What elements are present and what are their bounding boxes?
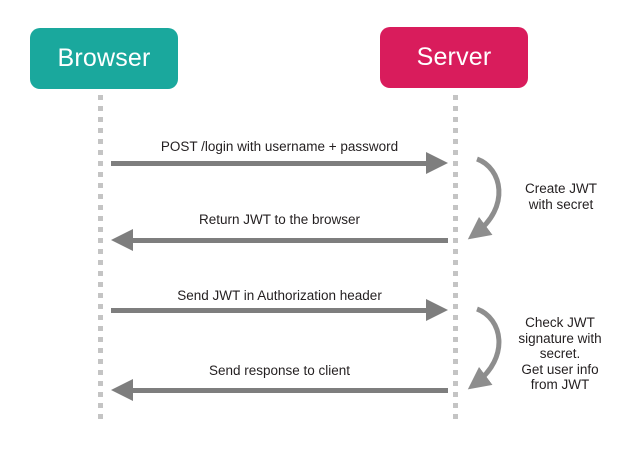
arrow-left-return-jwt xyxy=(111,229,448,251)
arrow-left-response xyxy=(111,379,448,401)
message-label-login: POST /login with username + password xyxy=(160,139,399,154)
actor-label-server: Server xyxy=(416,43,492,71)
arrow-head-right-icon xyxy=(426,152,448,174)
actor-box-server: Server xyxy=(380,27,528,88)
arrow-head-left-icon xyxy=(111,229,133,251)
actor-label-browser: Browser xyxy=(57,44,151,72)
server-action-note-create-jwt: Create JWT with secret xyxy=(524,181,597,212)
message-label-send-jwt: Send JWT in Authorization header xyxy=(177,288,382,303)
arrow-shaft xyxy=(127,388,448,393)
curved-arrow-check-jwt-icon xyxy=(467,306,502,390)
arrow-shaft xyxy=(127,238,448,243)
lifeline-server xyxy=(453,95,458,425)
arrow-shaft xyxy=(111,308,432,313)
curved-arrow-create-jwt-icon xyxy=(467,156,502,240)
lifeline-browser xyxy=(98,95,103,425)
server-action-note-check-jwt: Check JWT signature with secret. Get use… xyxy=(518,315,602,392)
message-label-return-jwt: Return JWT to the browser xyxy=(198,212,361,227)
actor-box-browser: Browser xyxy=(30,28,178,89)
arrow-head-left-icon xyxy=(111,379,133,401)
message-label-response: Send response to client xyxy=(208,363,351,378)
arrow-shaft xyxy=(111,161,432,166)
arrow-head-right-icon xyxy=(426,299,448,321)
arrow-right-login xyxy=(111,152,448,174)
arrow-right-send-jwt xyxy=(111,299,448,321)
